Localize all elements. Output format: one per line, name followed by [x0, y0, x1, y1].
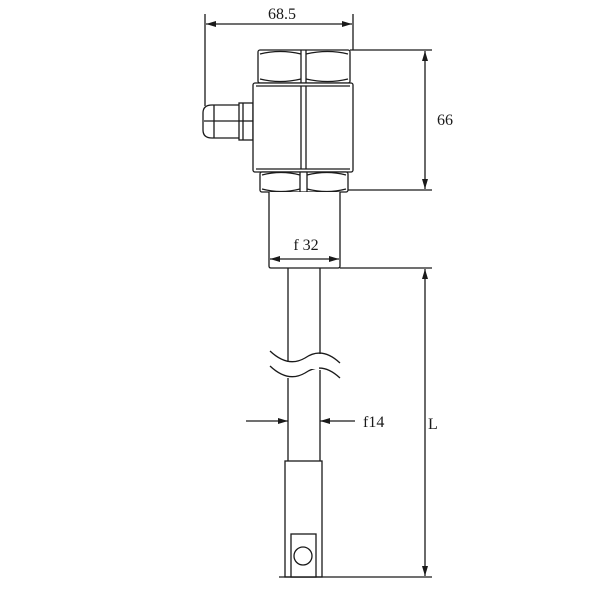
width-label: 68.5 [268, 6, 296, 23]
length-label: L [428, 416, 438, 433]
housing-body [252, 82, 354, 173]
height-dimension: 66 [348, 49, 453, 191]
cable-gland [202, 102, 254, 141]
rod-diameter-dimension: f14 [246, 414, 384, 431]
neck: f 32 [268, 192, 341, 269]
rod [269, 268, 341, 461]
width-dimension: 68.5 [204, 6, 354, 106]
probe-tip [284, 460, 323, 578]
bottom-hex-nut [259, 171, 349, 193]
length-dimension: L [279, 267, 438, 578]
break-line [269, 350, 341, 364]
neck-diameter-label: f 32 [293, 237, 318, 254]
top-hex-nut [257, 49, 351, 84]
break-line [269, 365, 341, 379]
height-label: 66 [437, 112, 453, 129]
rod-diameter-label: f14 [363, 414, 384, 431]
